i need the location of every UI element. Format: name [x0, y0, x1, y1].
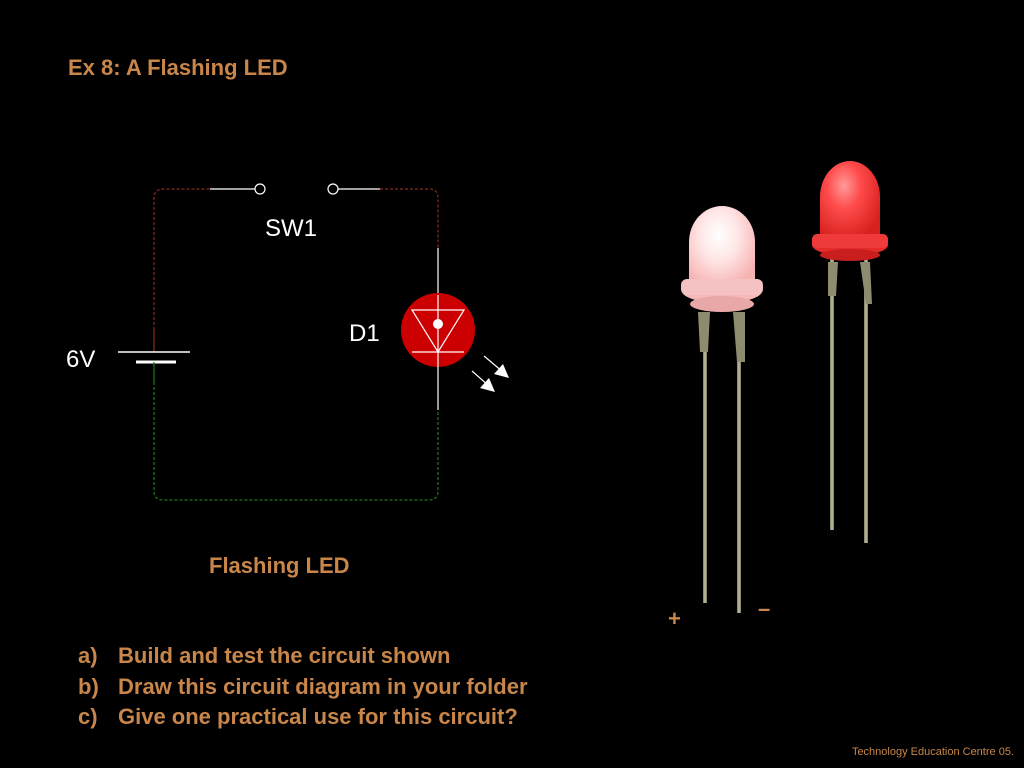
positive-lead-label: + — [668, 606, 681, 631]
task-list: a) Build and test the circuit shown b) Dra… — [78, 643, 528, 735]
task-text: Draw this circuit diagram in your folder — [118, 673, 528, 699]
footer-credit: Technology Education Centre 05. — [851, 746, 1014, 758]
task-marker: a) — [78, 643, 98, 668]
task-marker: b) — [78, 673, 99, 699]
wire-bottom — [153, 382, 439, 501]
diffused-led — [681, 206, 763, 613]
circuit-caption: Flashing LED — [209, 553, 350, 578]
led-emission-arrows — [471, 355, 509, 392]
led-symbol-dot — [433, 319, 443, 329]
wire-top-left — [153, 188, 210, 330]
slide-title: Ex 8: A Flashing LED — [68, 55, 288, 80]
switch-contact-right — [327, 183, 339, 195]
task-marker: c) — [78, 704, 98, 729]
wire-top-right — [380, 188, 439, 248]
battery-label: 6V — [66, 346, 95, 373]
list-item: a) Build and test the circuit shown — [78, 643, 528, 674]
task-text: Build and test the circuit shown — [118, 643, 451, 668]
led-label: D1 — [349, 320, 380, 347]
task-text: Give one practical use for this circuit? — [118, 704, 518, 729]
negative-lead-label: – — [758, 596, 771, 621]
switch-contact-left — [254, 183, 266, 195]
list-item: c) Give one practical use for this circui… — [78, 704, 528, 735]
list-item: b) Draw this circuit diagram in your fold… — [78, 674, 528, 705]
switch-label: SW1 — [265, 215, 317, 242]
red-led — [812, 161, 888, 543]
